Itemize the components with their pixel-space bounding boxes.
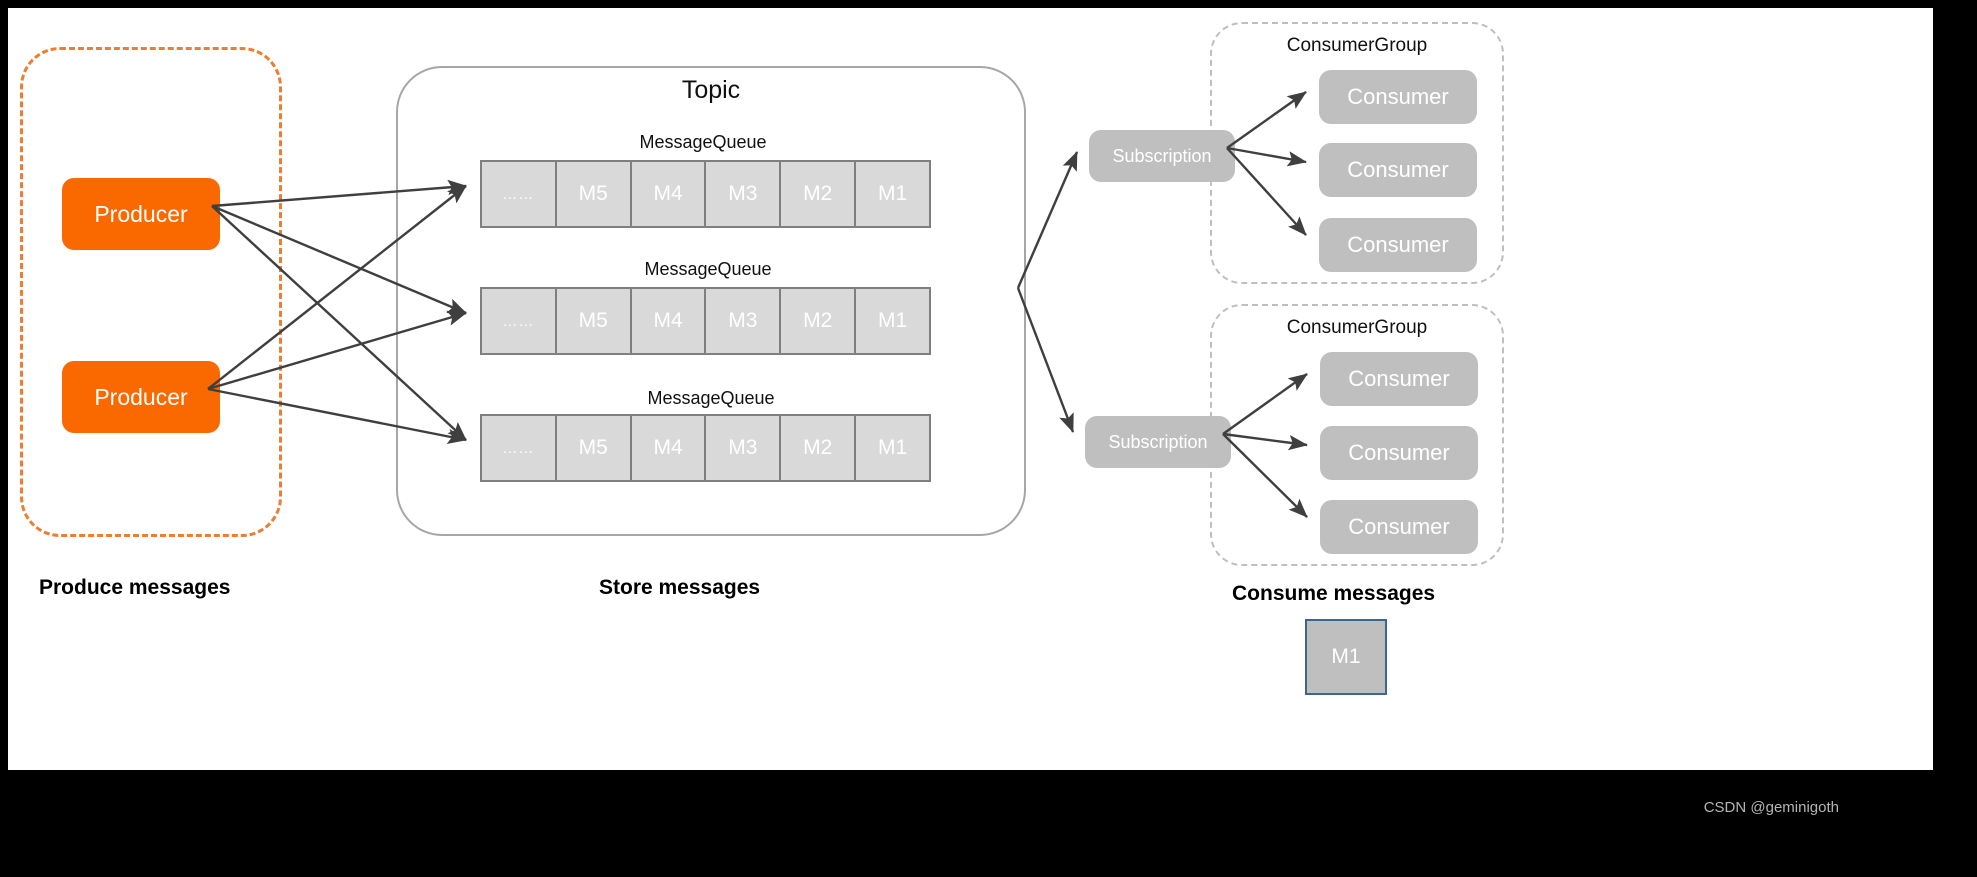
message-cell: M2: [781, 289, 857, 353]
watermark-text: CSDN @geminigoth: [1703, 799, 1839, 816]
message-cell: M5: [557, 162, 632, 226]
caption-consume-messages: Consume messages: [1232, 582, 1436, 605]
caption-produce-messages: Produce messages: [39, 576, 231, 599]
consumer-group-title-1: ConsumerGroup: [1286, 35, 1428, 56]
message-queue-2: …… M5 M4 M3 M2 M1: [480, 287, 931, 355]
producer-node-1[interactable]: Producer: [62, 178, 220, 250]
consumer-node-6[interactable]: Consumer: [1320, 500, 1478, 554]
producer-label-1: Producer: [94, 200, 188, 227]
message-cell: M1: [877, 182, 908, 205]
subscription-label-2: Subscription: [1108, 431, 1208, 452]
message-cell: M4: [632, 416, 707, 480]
message-cell: M1: [877, 436, 908, 459]
message-cell: M4: [632, 289, 707, 353]
detached-message-tile-m1: M1: [1305, 619, 1387, 695]
message-cell: M2: [781, 416, 857, 480]
message-cell: M1: [877, 309, 908, 332]
subscription-label-1: Subscription: [1112, 145, 1212, 166]
consumer-label-3: Consumer: [1347, 232, 1449, 257]
message-cell: M2: [781, 162, 857, 226]
detached-message-tile-label: M1: [1331, 645, 1361, 668]
message-queue-label-1: MessageQueue: [639, 132, 767, 152]
message-cell: ……: [482, 162, 557, 226]
message-queue-label-3: MessageQueue: [647, 388, 775, 408]
message-queue-3: …… M5 M4 M3 M2 M1: [480, 414, 931, 482]
consumer-node-3[interactable]: Consumer: [1319, 218, 1477, 272]
producer-node-2[interactable]: Producer: [62, 361, 220, 433]
message-cell: ……: [482, 416, 557, 480]
message-cell: M5: [557, 289, 632, 353]
message-cell: M5: [557, 416, 632, 480]
message-queue-1: …… M5 M4 M3 M2 M1: [480, 160, 931, 228]
caption-store-messages: Store messages: [599, 576, 761, 599]
consumer-node-4[interactable]: Consumer: [1320, 352, 1478, 406]
message-cell: M3: [706, 416, 782, 480]
message-cell: M3: [706, 289, 782, 353]
message-queue-label-2: MessageQueue: [644, 259, 772, 279]
consumer-label-6: Consumer: [1348, 514, 1450, 539]
consumer-label-5: Consumer: [1348, 440, 1450, 465]
producer-label-2: Producer: [94, 383, 188, 410]
consumer-label-2: Consumer: [1347, 157, 1449, 182]
consumer-node-1[interactable]: Consumer: [1319, 70, 1477, 124]
consumer-label-4: Consumer: [1348, 366, 1450, 391]
subscription-node-1[interactable]: Subscription: [1089, 130, 1235, 182]
message-cell: M4: [632, 162, 707, 226]
consumer-group-title-2: ConsumerGroup: [1286, 317, 1428, 338]
producer-group-container: [20, 47, 282, 537]
consumer-node-2[interactable]: Consumer: [1319, 143, 1477, 197]
consumer-node-5[interactable]: Consumer: [1320, 426, 1478, 480]
message-cell: M3: [706, 162, 782, 226]
message-cell: ……: [482, 289, 557, 353]
slide-canvas: Producer Producer Topic MessageQueue …… …: [8, 8, 1933, 770]
subscription-node-2[interactable]: Subscription: [1085, 416, 1231, 468]
topic-title: Topic: [681, 76, 741, 104]
consumer-label-1: Consumer: [1347, 84, 1449, 109]
